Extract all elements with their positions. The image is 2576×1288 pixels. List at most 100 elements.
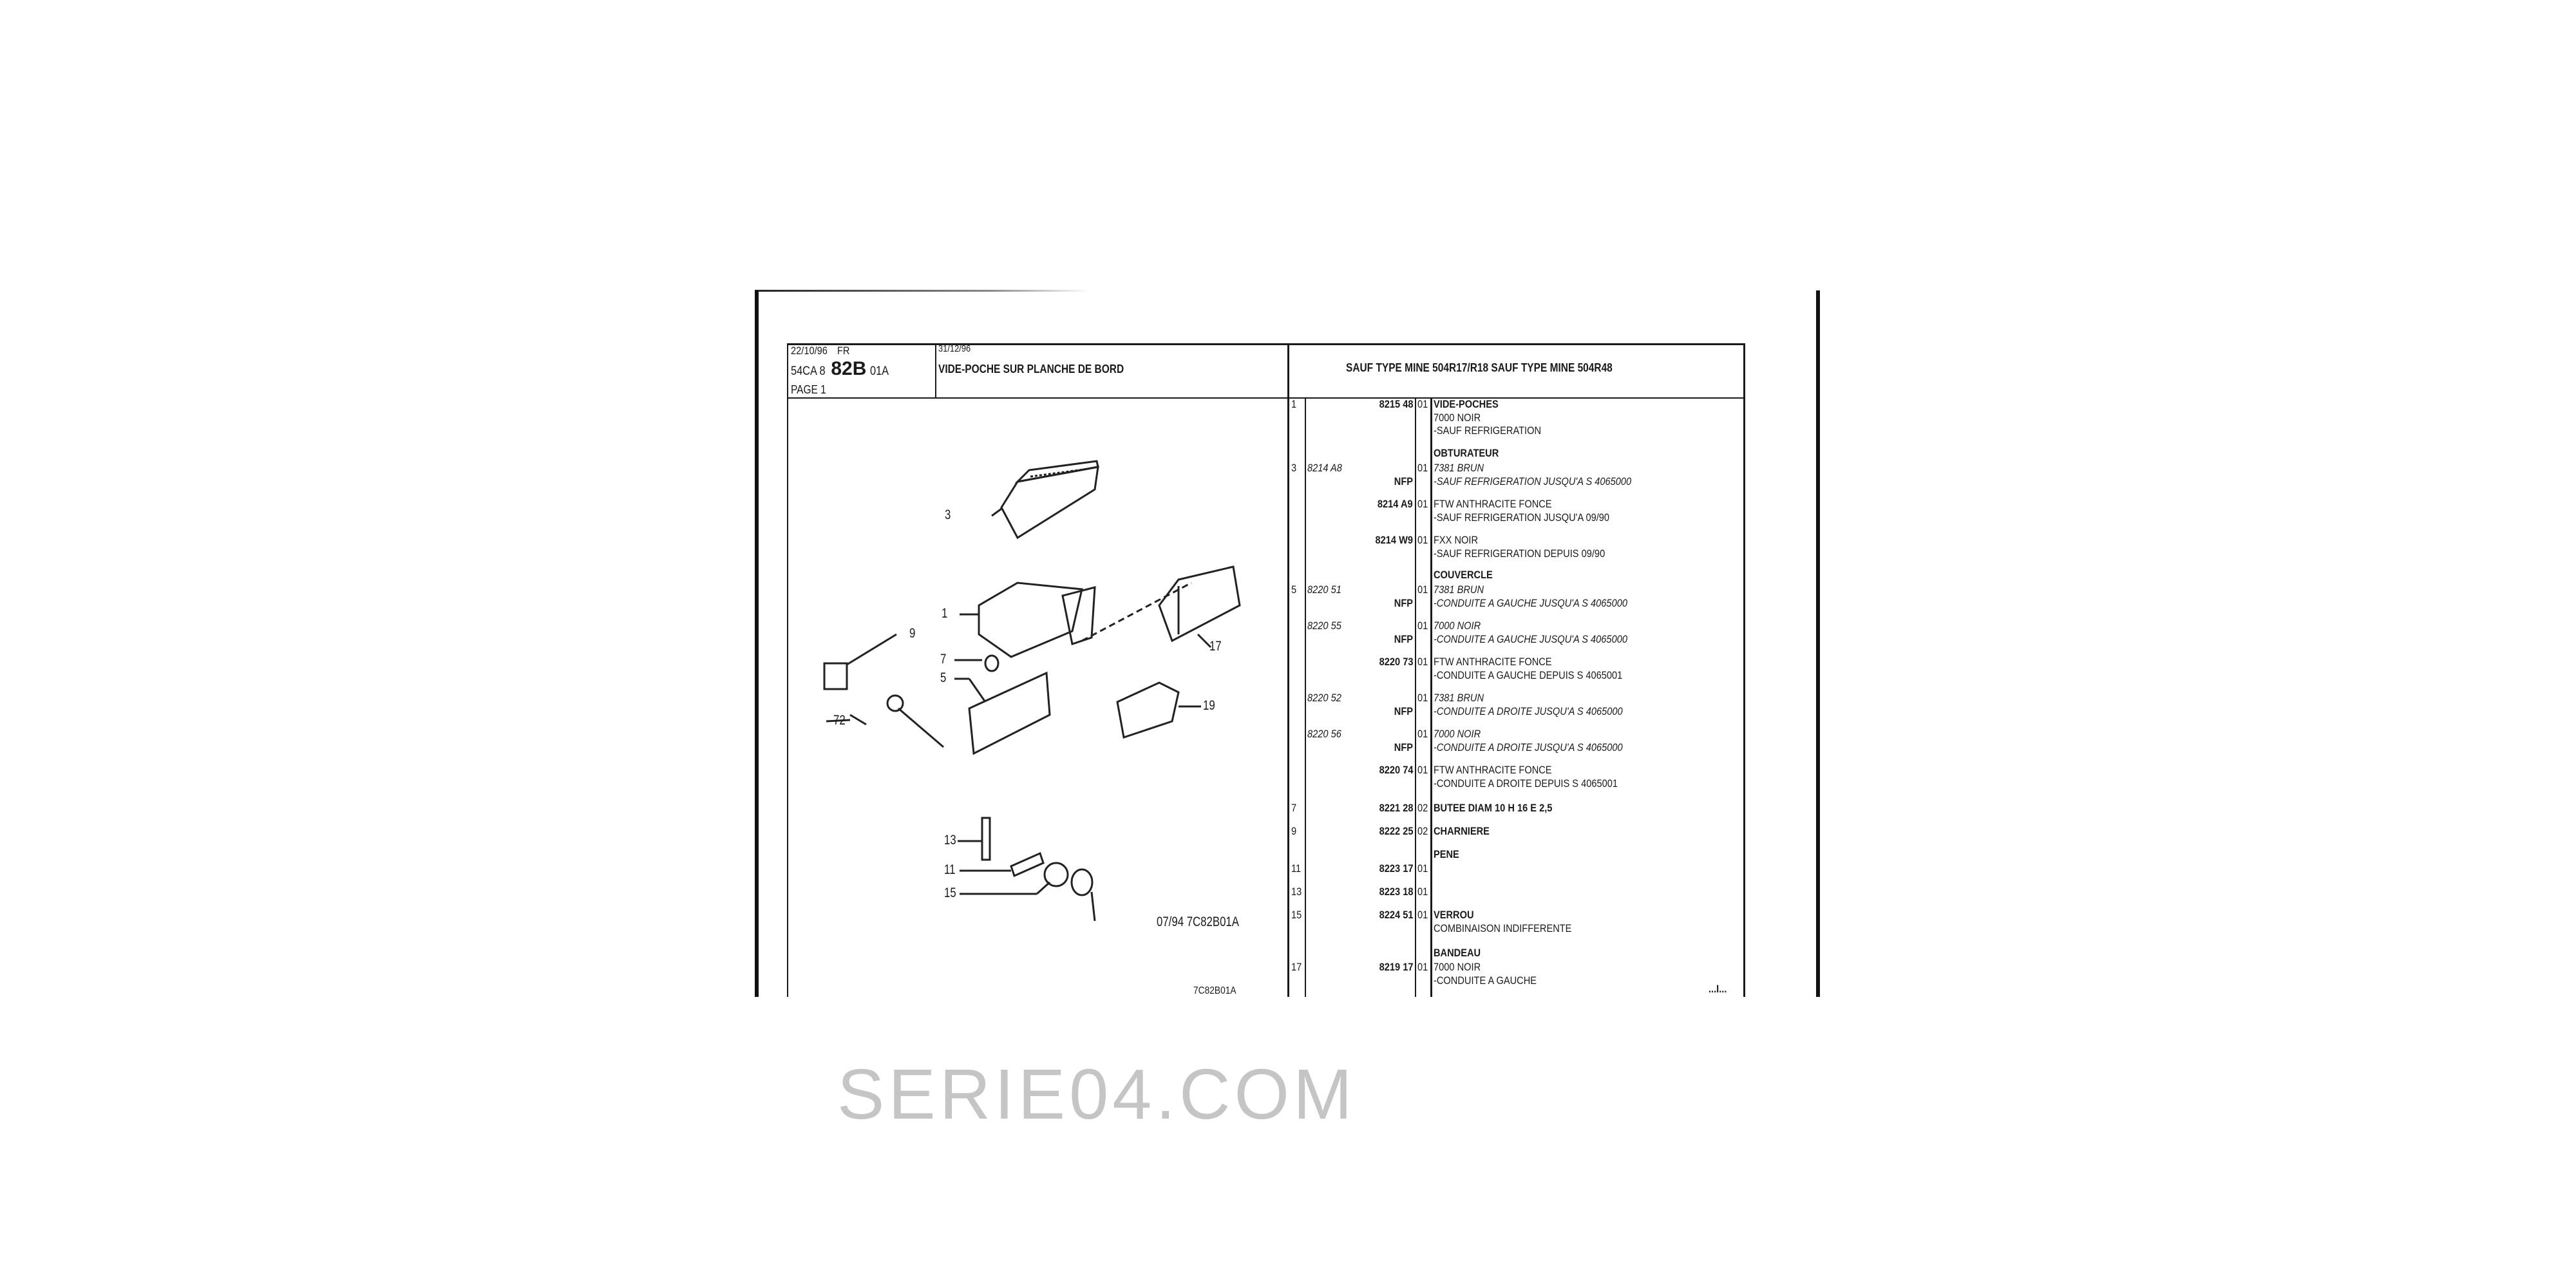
part-name: COUVERCLE <box>1434 569 1493 581</box>
header-divider <box>935 343 936 397</box>
part-detail: FXX NOIR <box>1434 534 1479 546</box>
part-detail: -CONDUITE A GAUCHE <box>1434 974 1537 987</box>
item-number: 13 <box>1291 886 1302 898</box>
header-reference: 54CA 8 82B 01A <box>791 359 892 380</box>
quantity: 02 <box>1417 825 1428 837</box>
header-lang: FR <box>837 345 850 357</box>
part-detail: -SAUF REFRIGERATION JUSQU'A S 4065000 <box>1434 475 1632 488</box>
part-5-couvercle <box>954 671 1051 755</box>
item-number: 1 <box>1291 398 1297 410</box>
part-name: PENE <box>1434 848 1459 860</box>
item-col-divider <box>1305 397 1306 997</box>
part-number: 8222 25 <box>1379 825 1413 837</box>
part-number: 8214 A9 <box>1378 498 1413 510</box>
part-name: VERROU <box>1434 909 1474 921</box>
quantity: 01 <box>1417 656 1428 668</box>
part-1-vide-poches <box>960 582 1192 658</box>
quantity: 01 <box>1417 534 1428 546</box>
page-right-edge <box>1816 290 1820 997</box>
part-72-screw <box>826 714 867 726</box>
part-3-obturateur <box>991 460 1099 540</box>
qty-col-divider <box>1430 397 1432 997</box>
nfp-flag: NFP <box>1394 475 1413 488</box>
part-detail: -CONDUITE A DROITE JUSQU'A S 4065000 <box>1434 741 1623 753</box>
continued-marker: ...I... <box>1709 983 1727 995</box>
part-number: 8219 17 <box>1379 961 1413 973</box>
part-name: BUTEE DIAM 10 H 16 E 2,5 <box>1434 802 1553 814</box>
part-15-verrou <box>960 862 1096 922</box>
part-detail: -SAUF REFRIGERATION JUSQU'A 09/90 <box>1434 511 1610 524</box>
item-number: 15 <box>1291 909 1302 921</box>
part-number: 8215 48 <box>1379 398 1413 410</box>
part-number: 8224 51 <box>1379 909 1413 921</box>
quantity: 01 <box>1417 961 1428 973</box>
part-name: OBTURATEUR <box>1434 447 1499 459</box>
applicability: SAUF TYPE MINE 504R17/R18 SAUF TYPE MINE… <box>1346 361 1613 374</box>
part-17-bandeau <box>1158 565 1241 649</box>
part-9-charniere <box>823 633 897 690</box>
callout-3: 3 <box>945 507 951 522</box>
frame-right <box>1743 343 1745 997</box>
callout-5: 5 <box>940 670 947 685</box>
part-number: 8220 56 <box>1307 728 1341 740</box>
part-detail: -CONDUITE A GAUCHE JUSQU'A S 4065000 <box>1434 632 1627 645</box>
page-top-edge <box>755 290 1090 292</box>
nfp-flag: NFP <box>1394 632 1413 645</box>
item-number: 9 <box>1291 825 1297 837</box>
quantity: 01 <box>1417 886 1428 898</box>
part-number: 8220 74 <box>1379 764 1413 776</box>
item-number: 17 <box>1291 961 1302 973</box>
page-left-edge <box>755 290 759 997</box>
part-number: 8223 17 <box>1379 862 1413 875</box>
header-page: PAGE 1 <box>791 383 826 396</box>
part-detail: 7381 BRUN <box>1434 692 1484 704</box>
quantity: 01 <box>1417 728 1428 740</box>
callout-1: 1 <box>942 606 948 621</box>
part-detail: 7000 NOIR <box>1434 411 1481 424</box>
nfp-flag: NFP <box>1394 705 1413 717</box>
quantity: 01 <box>1417 862 1428 875</box>
callout-17: 17 <box>1209 639 1222 654</box>
quantity: 01 <box>1417 498 1428 510</box>
part-13-pene <box>958 817 991 861</box>
part-detail: -CONDUITE A GAUCHE DEPUIS S 4065001 <box>1434 668 1623 681</box>
part-detail: 7000 NOIR <box>1434 961 1481 973</box>
callout-19: 19 <box>1203 698 1215 713</box>
part-detail: 7000 NOIR <box>1434 620 1481 632</box>
part-col-divider <box>1415 397 1416 997</box>
part-number: 8220 51 <box>1307 583 1341 596</box>
item-number: 3 <box>1291 462 1297 474</box>
quantity: 01 <box>1417 462 1428 474</box>
part-detail: -CONDUITE A GAUCHE JUSQU'A S 4065000 <box>1434 596 1627 609</box>
quantity: 01 <box>1417 398 1428 410</box>
quantity: 01 <box>1417 583 1428 596</box>
quantity: 02 <box>1417 802 1428 814</box>
part-7-butee <box>954 654 999 672</box>
quantity: 01 <box>1417 620 1428 632</box>
part-name: VIDE-POCHES <box>1434 398 1499 410</box>
part-detail: 7381 BRUN <box>1434 462 1484 474</box>
frame-top <box>787 343 1745 345</box>
diagram-date-ref: 07/94 7C82B01A <box>1157 914 1239 929</box>
part-detail: FTW ANTHRACITE FONCE <box>1434 498 1552 510</box>
part-rod <box>886 694 944 748</box>
part-number: 8223 18 <box>1379 886 1413 898</box>
part-name: BANDEAU <box>1434 947 1481 959</box>
part-detail: COMBINAISON INDIFFERENTE <box>1434 922 1572 934</box>
frame-left <box>787 343 788 997</box>
item-number: 7 <box>1291 802 1297 814</box>
part-detail: -SAUF REFRIGERATION DEPUIS 09/90 <box>1434 547 1605 560</box>
diagram-ref: 7C82B01A <box>1193 985 1236 996</box>
main-divider <box>1287 343 1289 997</box>
ref-prefix: 54CA 8 <box>791 365 826 378</box>
quantity: 01 <box>1417 909 1428 921</box>
part-detail: FTW ANTHRACITE FONCE <box>1434 764 1552 776</box>
part-number: 8220 73 <box>1379 656 1413 668</box>
item-number: 5 <box>1291 583 1297 596</box>
callout-7: 7 <box>940 652 947 667</box>
callout-15: 15 <box>944 886 956 900</box>
nfp-flag: NFP <box>1394 596 1413 609</box>
part-number: 8214 A8 <box>1307 462 1342 474</box>
item-number: 11 <box>1291 862 1302 875</box>
